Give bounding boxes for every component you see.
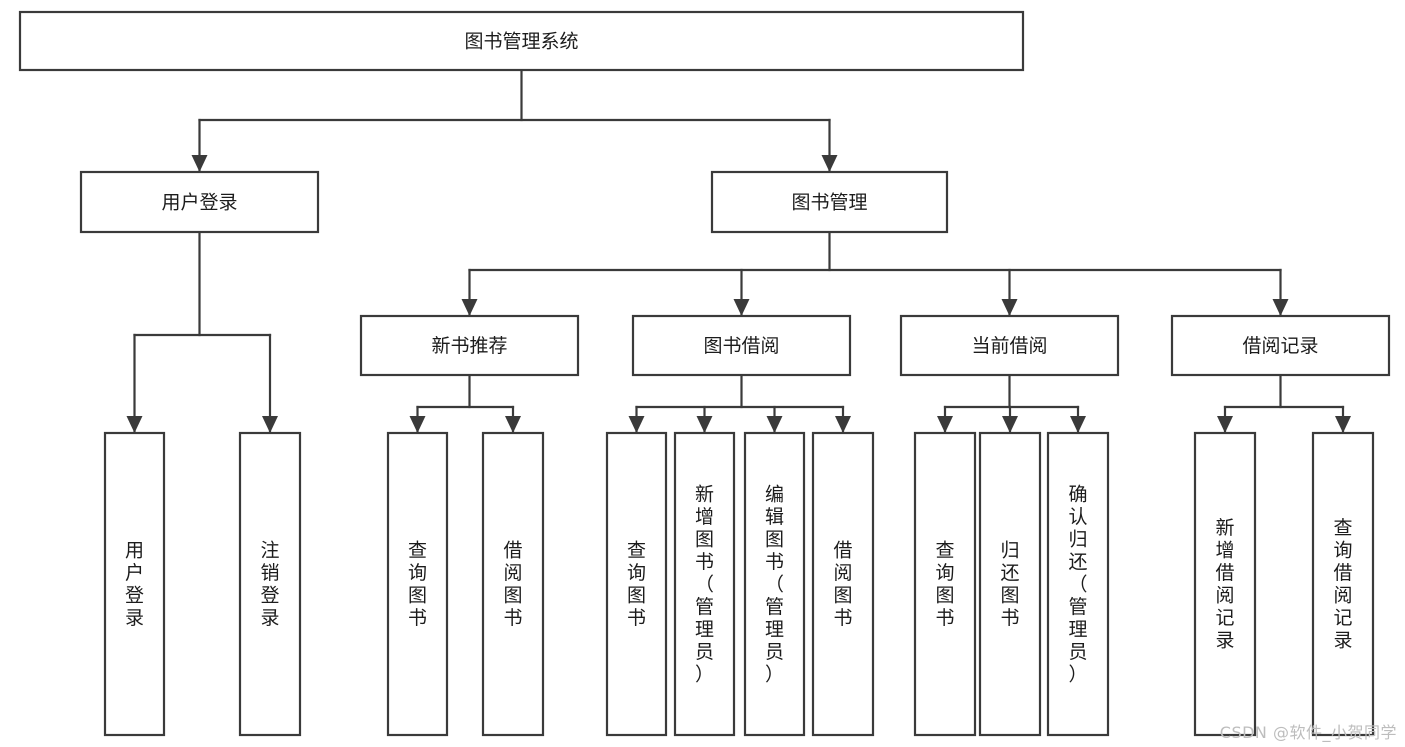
- node-leaf-user-logout-label: 注销登录: [260, 540, 279, 630]
- node-leaf-borrow-book-rec-box[interactable]: [481, 431, 545, 737]
- node-root-box[interactable]: [18, 10, 1025, 72]
- node-leaf-borrow-book-rec[interactable]: 借阅图书: [481, 431, 545, 737]
- node-leaf-add-borrow-record-label: 新增借阅记录: [1215, 517, 1234, 652]
- node-leaf-user-login[interactable]: 用户登录: [103, 431, 166, 737]
- node-book-manage-label: 图书管理: [791, 192, 867, 214]
- node-leaf-confirm-return-admin[interactable]: 确认归还（管理员）: [1046, 431, 1110, 737]
- node-leaf-edit-book-admin-label: 编辑图书（管理员）: [765, 483, 784, 685]
- node-leaf-user-logout[interactable]: 注销登录: [238, 431, 302, 737]
- node-book-borrow-label: 图书借阅: [703, 335, 779, 357]
- node-leaf-return-book-box[interactable]: [978, 431, 1042, 737]
- node-borrow-record-label: 借阅记录: [1242, 335, 1318, 357]
- node-leaf-query-book-c-label: 查询图书: [935, 540, 954, 630]
- node-leaf-query-book-b[interactable]: 查询图书: [605, 431, 668, 737]
- node-new-book-recommend-label: 新书推荐: [431, 335, 507, 357]
- node-leaf-query-book-rec-box[interactable]: [386, 431, 449, 737]
- node-user-login-box[interactable]: [79, 170, 320, 234]
- node-leaf-query-book-rec[interactable]: 查询图书: [386, 431, 449, 737]
- node-new-book-recommend-box[interactable]: [359, 314, 580, 377]
- node-leaf-edit-book-admin-box[interactable]: [743, 431, 806, 737]
- node-leaf-query-borrow-record-box[interactable]: [1311, 431, 1375, 737]
- node-leaf-edit-book-admin[interactable]: 编辑图书（管理员）: [743, 431, 806, 737]
- node-leaf-borrow-book-rec-label: 借阅图书: [503, 540, 522, 630]
- node-book-borrow[interactable]: 图书借阅: [631, 314, 852, 377]
- node-root-label: 图书管理系统: [464, 31, 578, 53]
- node-leaf-query-book-b-label: 查询图书: [627, 540, 646, 630]
- node-root[interactable]: 图书管理系统: [18, 10, 1025, 72]
- node-leaf-borrow-book-b-label: 借阅图书: [833, 540, 852, 630]
- node-leaf-user-logout-box[interactable]: [238, 431, 302, 737]
- node-leaf-add-borrow-record[interactable]: 新增借阅记录: [1193, 431, 1257, 737]
- node-borrow-record[interactable]: 借阅记录: [1170, 314, 1391, 377]
- node-leaf-add-borrow-record-box[interactable]: [1193, 431, 1257, 737]
- node-leaf-borrow-book-b[interactable]: 借阅图书: [811, 431, 875, 737]
- node-leaf-confirm-return-admin-box[interactable]: [1046, 431, 1110, 737]
- node-leaf-user-login-box[interactable]: [103, 431, 166, 737]
- node-book-borrow-box[interactable]: [631, 314, 852, 377]
- node-leaf-user-login-label: 用户登录: [125, 540, 144, 630]
- node-leaf-confirm-return-admin-label: 确认归还（管理员）: [1068, 483, 1087, 685]
- node-current-borrow-box[interactable]: [899, 314, 1120, 377]
- node-leaf-query-borrow-record-label: 查询借阅记录: [1333, 517, 1352, 652]
- node-current-borrow-label: 当前借阅: [971, 335, 1047, 357]
- node-leaf-query-book-rec-label: 查询图书: [408, 540, 427, 630]
- node-leaf-add-book-admin[interactable]: 新增图书（管理员）: [673, 431, 736, 737]
- node-leaf-borrow-book-b-box[interactable]: [811, 431, 875, 737]
- node-user-login-label: 用户登录: [161, 192, 237, 214]
- node-leaf-return-book[interactable]: 归还图书: [978, 431, 1042, 737]
- node-leaf-query-book-c[interactable]: 查询图书: [913, 431, 977, 737]
- node-book-manage[interactable]: 图书管理: [710, 170, 949, 234]
- node-user-login[interactable]: 用户登录: [79, 170, 320, 234]
- node-current-borrow[interactable]: 当前借阅: [899, 314, 1120, 377]
- node-leaf-add-book-admin-box[interactable]: [673, 431, 736, 737]
- node-leaf-query-borrow-record[interactable]: 查询借阅记录: [1311, 431, 1375, 737]
- node-leaf-query-book-c-box[interactable]: [913, 431, 977, 737]
- node-leaf-query-book-b-box[interactable]: [605, 431, 668, 737]
- node-new-book-recommend[interactable]: 新书推荐: [359, 314, 580, 377]
- node-leaf-add-book-admin-label: 新增图书（管理员）: [695, 483, 714, 685]
- node-borrow-record-box[interactable]: [1170, 314, 1391, 377]
- node-book-manage-box[interactable]: [710, 170, 949, 234]
- node-leaf-return-book-label: 归还图书: [1000, 540, 1019, 630]
